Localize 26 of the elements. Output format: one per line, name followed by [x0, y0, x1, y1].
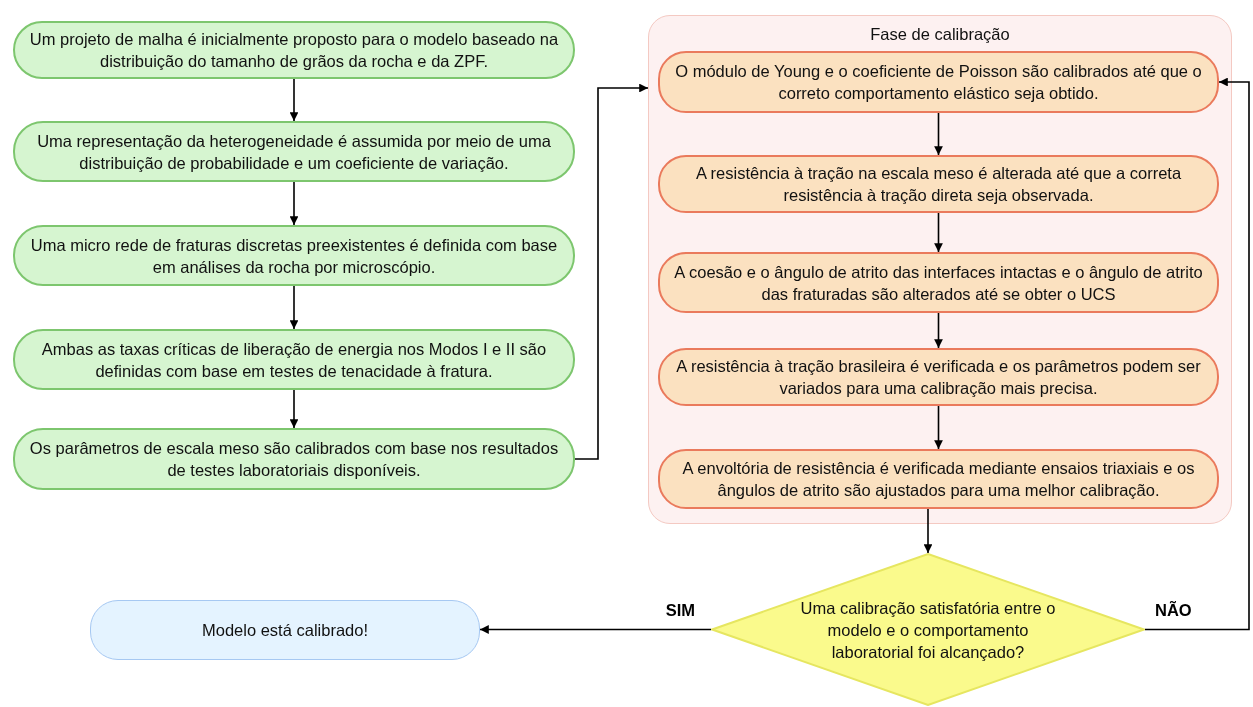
arrow: [289, 78, 299, 122]
panel-title: Fase de calibração: [870, 24, 1010, 45]
arrow: [289, 181, 299, 226]
arrow: [479, 625, 712, 634]
calibration-phase-panel: [648, 15, 1232, 524]
arrow: [934, 405, 943, 450]
process-box: Uma micro rede de fraturas discretas preexistentes é definida com base em análises da rocha por microscópio.: [13, 225, 575, 286]
process-box: Os parâmetros de escala meso são calibrados com base nos resultados de testes laboratoriais disponíveis.: [13, 428, 575, 490]
arrow: [923, 508, 933, 554]
process-box: Uma representação da heterogeneidade é assumida por meio de uma distribuição de probabilidade e um coeficiente de variação.: [13, 121, 575, 182]
process-box: A resistência à tração na escala meso é alterada até que a correta resistência à tração direta seja observada.: [658, 155, 1219, 213]
process-box: Ambas as taxas críticas de liberação de energia nos Modos I e II são definidas com base em testes de tenacidade à fratura.: [13, 329, 575, 390]
arrow: [574, 83, 649, 460]
arrow: [934, 312, 943, 349]
process-box: Um projeto de malha é inicialmente proposto para o modelo baseado na distribuição do tamanho de grãos da rocha e da ZPF.: [13, 21, 575, 79]
arrow: [934, 112, 943, 156]
arrow: [289, 285, 299, 330]
arrow: [289, 389, 299, 429]
process-box: A coesão e o ângulo de atrito das interfaces intactas e o ângulo de atrito das fraturadas são alterados até se obter o UCS: [658, 252, 1219, 313]
decision-text: Uma calibração satisfatória entre o modelo e o comportamento laboratorial foi alcançado?: [799, 597, 1057, 663]
process-box: A resistência à tração brasileira é verificada e os parâmetros podem ser variados para uma calibração mais precisa.: [658, 348, 1219, 406]
arrow: [1144, 77, 1250, 631]
arrow: [934, 212, 943, 253]
process-box: A envoltória de resistência é verificada mediante ensaios triaxiais e os ângulos de atrito são ajustados para uma melhor calibração.: [658, 449, 1219, 509]
process-box: O módulo de Young e o coeficiente de Poisson são calibrados até que o correto comportamento elástico seja obtido.: [658, 51, 1219, 113]
terminal-box: Modelo está calibrado!: [90, 600, 480, 660]
